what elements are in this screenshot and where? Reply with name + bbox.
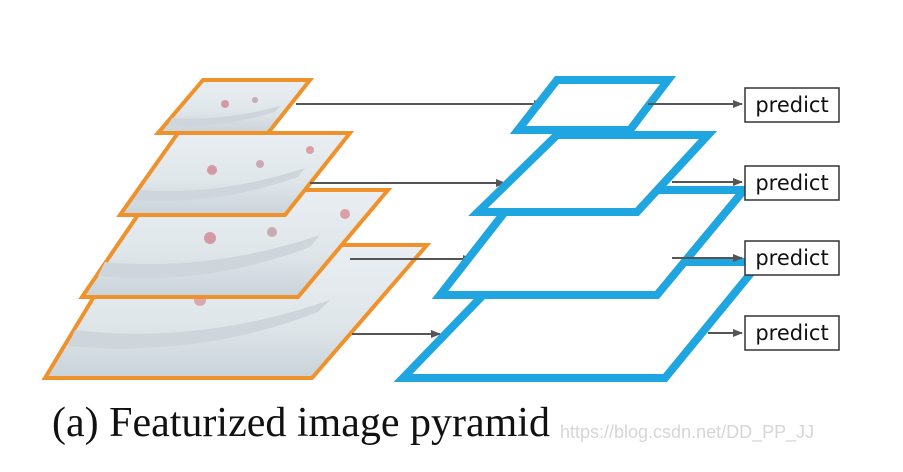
predict-label-1: predict	[755, 93, 828, 117]
predict-box-1: predict	[744, 87, 840, 123]
watermark: https://blog.csdn.net/DD_PP_JJ	[560, 422, 815, 442]
predict-label-3: predict	[755, 246, 828, 270]
feature-to-predict-arrows	[648, 100, 743, 337]
image-level-1	[153, 78, 315, 135]
predict-label-2: predict	[755, 171, 828, 195]
predict-box-2: predict	[744, 165, 840, 201]
image-to-feature-arrows	[296, 100, 544, 338]
image-level-2	[116, 131, 355, 217]
feature-pyramid	[393, 76, 769, 382]
feature-map-2	[468, 131, 718, 216]
image-pyramid	[41, 78, 432, 380]
figure-caption: (a) Featurized image pyramid	[52, 400, 550, 446]
predict-box-3: predict	[744, 240, 840, 276]
predict-label-4: predict	[755, 321, 828, 345]
feature-map-1	[509, 76, 677, 134]
predict-box-4: predict	[744, 315, 840, 351]
feature-map-3	[431, 186, 753, 299]
